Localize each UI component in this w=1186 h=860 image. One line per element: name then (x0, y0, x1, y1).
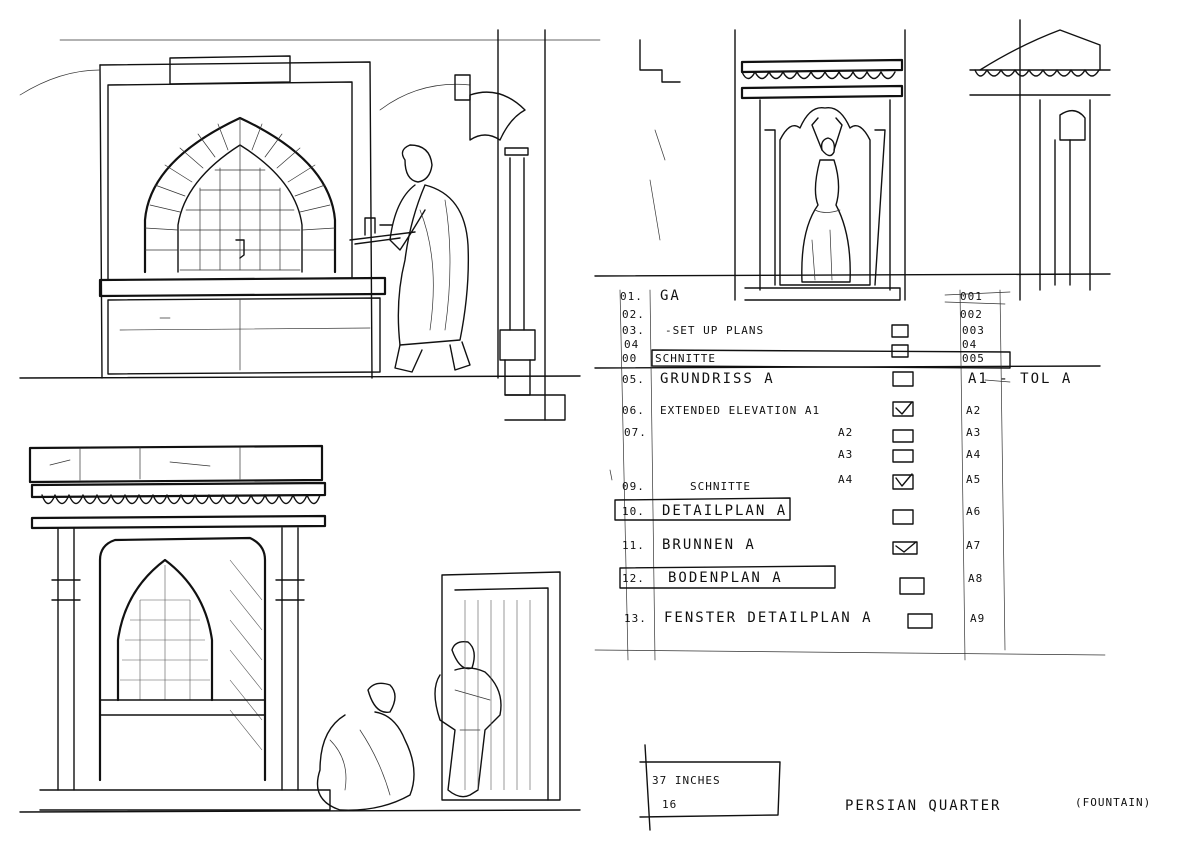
sheet-row-code: 04 (962, 338, 977, 351)
sheet-row-label: FENSTER DETAILPLAN A (664, 610, 873, 626)
sketch-fountain-niche-servant (19, 29, 601, 421)
sheet-row-num: 03. (622, 324, 645, 337)
sheet-title: PERSIAN QUARTER (845, 798, 1001, 814)
sheet-row: 06. EXTENDED ELEVATION A1 A2 (622, 404, 981, 417)
sheet-row-label: A4 (838, 473, 853, 486)
sheet-row-code: A9 (970, 612, 985, 625)
sheet-row-label: -SET UP PLANS (665, 324, 764, 337)
sheet-row-num: 04 (624, 338, 639, 351)
sheet-row-code: A7 (966, 539, 981, 552)
sheet-row-code: A5 (966, 473, 981, 486)
checkbox-column (891, 324, 933, 629)
sheet-row: 09. SCHNITTE (622, 480, 751, 493)
sheet-row: 02. 002 (622, 308, 983, 321)
sheet-row-num: 05. (622, 373, 645, 386)
sketch-dancer-niche (594, 19, 1111, 301)
sheet-row-label: SCHNITTE (690, 480, 751, 493)
sheet-row: 13. FENSTER DETAILPLAN A A9 (624, 610, 985, 626)
sheet-subtitle: (FOUNTAIN) (1075, 796, 1151, 809)
sheet-row: 05. GRUNDRISS A A1 - TOL A (622, 371, 1072, 387)
sheet-row-code: A8 (968, 572, 983, 585)
sheet-row-num: 02. (622, 308, 645, 321)
sheet-row-code: 001 (960, 290, 983, 303)
sheet-row: 11. BRUNNEN A A7 (622, 537, 981, 553)
sheet-row: 04 04 (624, 338, 977, 351)
sheet-row-num: 12. (622, 572, 645, 585)
sheet-row-code: 003 (962, 324, 985, 337)
sheet-row-num: 00 (622, 352, 637, 365)
sheet-row: 10. DETAILPLAN A A6 (622, 503, 981, 519)
sheet-row: 03. -SET UP PLANS 003 (622, 324, 985, 337)
sheet-row: A4 A5 (838, 473, 981, 486)
sketch-fountain-pavilion-figures (19, 444, 581, 813)
sheet-row: 12. BODENPLAN A A8 (622, 570, 983, 586)
sheet-row-code: A2 (966, 404, 981, 417)
sheet-row: 00 SCHNITTE 005 (622, 352, 985, 365)
sheet-row-label: EXTENDED ELEVATION A1 (660, 404, 820, 417)
sheet-row-num: 07. (624, 426, 647, 439)
sheet-row-code: 002 (960, 308, 983, 321)
sheet-row-label: BRUNNEN A (662, 537, 756, 553)
sheet-row-code: A4 (966, 448, 981, 461)
sheet-row-num: 06. (622, 404, 645, 417)
sheet-row-code: A3 (966, 426, 981, 439)
sheet-row: 07. A2 A3 (624, 426, 981, 439)
sheet-row-code: 005 (962, 352, 985, 365)
sheet-row-num: 01. (620, 290, 643, 303)
title-block: 37 INCHES 16 PERSIAN QUARTER (FOUNTAIN) (639, 744, 1151, 831)
sheet-row-label: GRUNDRISS A (660, 371, 775, 387)
inches-value: 16 (662, 798, 677, 811)
sheet-row-label: SCHNITTE (655, 352, 716, 365)
sheet-row-label: GA (660, 288, 681, 304)
sheet-row-label: A2 (838, 426, 853, 439)
sheet-row: A3 A4 (838, 448, 981, 461)
sheet-row-num: 09. (622, 480, 645, 493)
sheet-row-label: DETAILPLAN A (662, 503, 787, 519)
sheet-row-num: 13. (624, 612, 647, 625)
sheet-row-label: A3 (838, 448, 853, 461)
sheet-row-num: 10. (622, 505, 645, 518)
sheet-row-code: A6 (966, 505, 981, 518)
sheet-row: 01. GA 001 (620, 288, 983, 304)
inches-label: 37 INCHES (652, 774, 721, 787)
sheet-row-label: BODENPLAN A (668, 570, 783, 586)
sheet-row-num: 11. (622, 539, 645, 552)
sheet-row-code: A1 - TOL A (968, 371, 1072, 387)
